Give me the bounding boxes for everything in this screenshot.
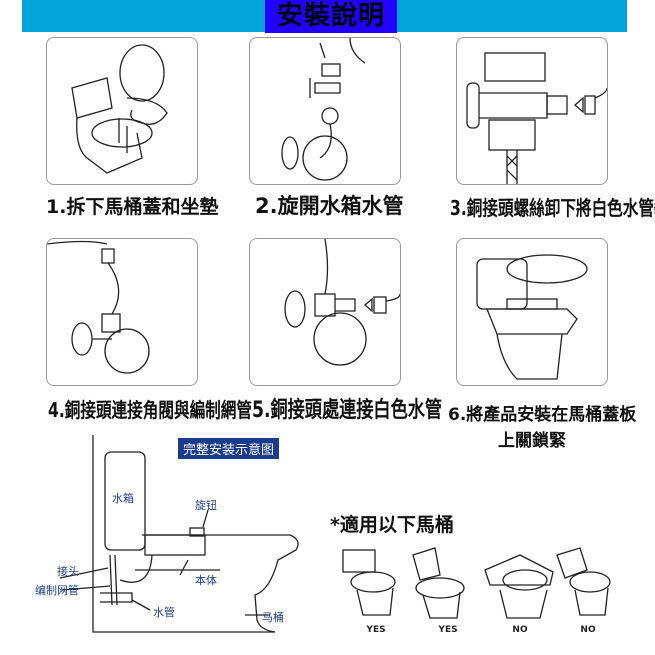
label-knob: 旋钮 <box>195 499 217 512</box>
verdict-4: NO <box>580 625 596 635</box>
label-tank: 水箱 <box>112 492 134 505</box>
step-4-caption: 4.銅接頭連接角閥與編制網管 <box>48 398 252 422</box>
toilet-one-piece-tall <box>412 547 465 619</box>
verdict-2: YES <box>438 625 458 635</box>
assembly-diagram <box>59 435 299 633</box>
verdict-3: NO <box>512 625 528 635</box>
step-2-illustration <box>249 37 401 185</box>
compatible-toilets <box>342 547 611 619</box>
step-5-illustration <box>249 238 401 386</box>
diagram-title: 完整安装示意图 <box>178 438 280 459</box>
step-5-caption: 5.銅接頭處連接白色水管 <box>252 398 443 423</box>
label-body: 本体 <box>195 574 217 587</box>
toilet-one-piece-compact <box>556 547 611 616</box>
step-6-caption-line1: 6.將產品安裝在馬桶蓋板 <box>448 405 637 425</box>
label-toilet: 马桶 <box>262 611 284 624</box>
toilet-two-piece <box>342 549 396 616</box>
step-1-caption: 1.拆下馬桶蓋和坐墊 <box>46 196 219 218</box>
label-connector: 接头 <box>57 565 79 578</box>
verdict-1: YES <box>366 625 386 635</box>
step-1-illustration <box>46 37 198 185</box>
page-title: 安裝說明 <box>265 0 397 33</box>
label-braided-hose: 编制网管 <box>35 584 79 597</box>
step-4-illustration <box>46 238 198 386</box>
step-3-illustration <box>456 37 608 185</box>
step-6-illustration <box>456 238 608 386</box>
compatibility-title: *適用以下馬桶 <box>330 514 454 536</box>
step-6-caption-line2: 上關鎖緊 <box>498 431 566 451</box>
step-2-caption: 2.旋開水箱水管 <box>255 194 404 218</box>
label-water-pipe: 水管 <box>153 606 175 619</box>
toilet-integrated-wide <box>484 554 554 619</box>
step-3-caption: 3.銅接頭螺絲卸下將白色水管裝上 <box>450 196 655 220</box>
